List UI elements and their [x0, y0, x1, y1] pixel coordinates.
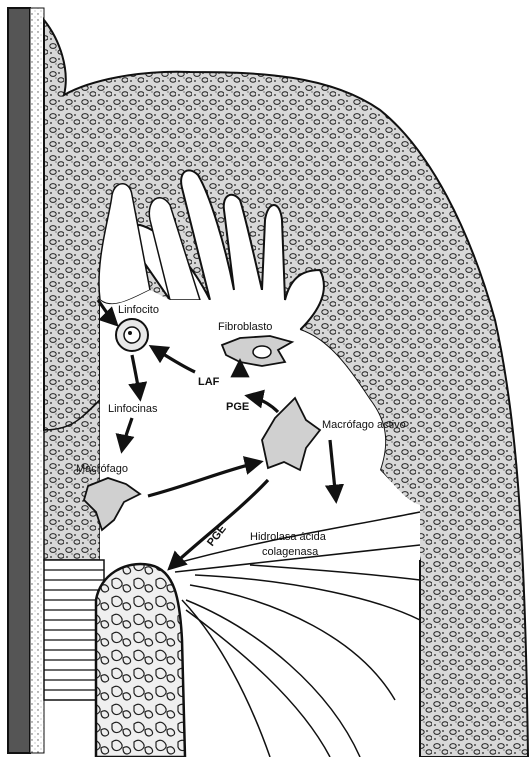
- label-lymphocyte: Linfocito: [118, 304, 159, 316]
- label-macrophage: Macrófago: [76, 463, 128, 475]
- label-lymphokines: Linfocinas: [108, 403, 158, 415]
- label-active-macrophage: Macrófago activo: [322, 419, 406, 431]
- lymphocyte-cell: [116, 319, 148, 351]
- left-root-bar: [8, 8, 30, 753]
- label-laf: LAF: [198, 376, 220, 388]
- label-fibroblast: Fibroblasto: [218, 321, 272, 333]
- alveolar-bone: [96, 564, 185, 757]
- label-pge-center: PGE: [226, 401, 249, 413]
- label-acid-hydrolase: Hidrolasa ácida: [250, 531, 327, 543]
- left-root-bar-inner: [30, 8, 44, 753]
- label-collagenase: colagenasa: [262, 546, 319, 558]
